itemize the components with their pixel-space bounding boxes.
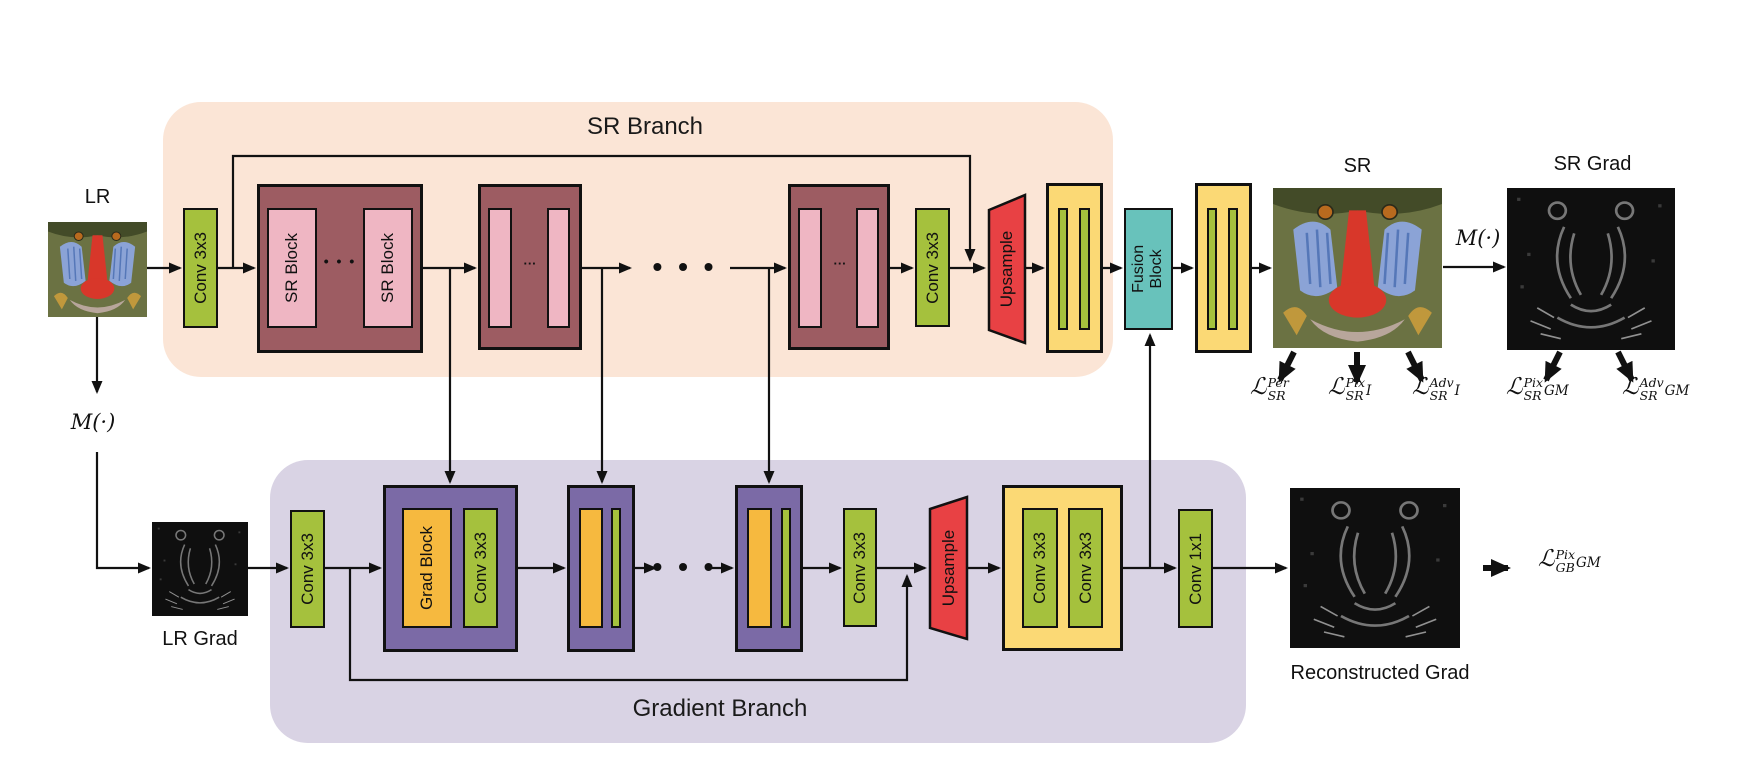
- loss-script-symbol: ℒ: [1250, 374, 1267, 400]
- conv3x3-gb-pair-1: Conv 3x3: [1022, 508, 1058, 628]
- sr-caption: SR: [1343, 155, 1372, 177]
- conv3x3-sr-input: Conv 3x3: [183, 208, 218, 328]
- upsample-label: Upsample: [997, 230, 1016, 308]
- conv-bar: [1228, 208, 1238, 330]
- upsample-sr: Upsample: [987, 193, 1027, 345]
- conv3x3-label: Conv 3x3: [850, 531, 870, 604]
- gb-conv-pair: [1002, 485, 1123, 651]
- loss-script-symbol: ℒ: [1328, 374, 1345, 400]
- reconstructed-grad-caption: Reconstructed Grad: [1290, 662, 1470, 684]
- sr-block-label: SR Block: [378, 233, 398, 303]
- sr-branch-ellipsis: • • •: [652, 251, 718, 282]
- loss-script-symbol: ℒ: [1506, 374, 1523, 400]
- upsample-gb: Upsample: [928, 495, 969, 641]
- m-operator-left: M(·): [70, 410, 116, 434]
- sr-group1-ellipsis: • • •: [323, 253, 357, 269]
- m-operator-top: M(·): [1455, 226, 1501, 250]
- lr-grad-caption: LR Grad: [162, 628, 238, 650]
- sr-conv-pair-1: [1046, 183, 1103, 353]
- sr-block-1: SR Block: [267, 208, 317, 328]
- loss-tail: I: [1454, 383, 1461, 399]
- loss-sub: SR: [1345, 388, 1364, 404]
- fusion-block: Fusion Block: [1124, 208, 1173, 330]
- loss-sup: Adv: [1429, 375, 1454, 390]
- sr-group3-ellipsis: ···: [833, 256, 847, 271]
- sr-block-bar: [856, 208, 879, 328]
- conv-bar: [1079, 208, 1090, 330]
- conv3x3-label: Conv 3x3: [1030, 532, 1050, 604]
- loss-sub: SR: [1429, 388, 1448, 404]
- conv3x3-grad-group-1: Conv 3x3: [463, 508, 498, 628]
- loss-sub: SR: [1523, 388, 1542, 404]
- grad-block-bar: [747, 508, 772, 628]
- loss-sub: GB: [1555, 560, 1575, 576]
- conv3x3-label: Conv 3x3: [470, 532, 490, 604]
- sr-block-bar: [547, 208, 570, 328]
- gradient-branch-ellipsis: • • •: [652, 551, 718, 582]
- grad-block-label: Grad Block: [417, 525, 436, 611]
- sr-conv-pair-2: [1195, 183, 1252, 353]
- fusion-label-line1: Fusion: [1130, 244, 1148, 294]
- lr-caption: LR: [84, 186, 111, 208]
- conv3x3-label: Conv 3x3: [1075, 532, 1095, 604]
- conv3x3-label: Conv 3x3: [190, 232, 210, 304]
- fusion-label-line2: Block: [1148, 249, 1166, 289]
- conv3x3-gb-mid: Conv 3x3: [843, 508, 877, 627]
- grad-block-bar: [579, 508, 603, 628]
- sr-branch-title: SR Branch: [586, 113, 704, 140]
- reconstructed-grad-image: [1290, 488, 1460, 648]
- loss-script-symbol: ℒ: [1622, 374, 1639, 400]
- sr-block-bar: [488, 208, 512, 328]
- conv1x1-gb-output: Conv 1x1: [1178, 509, 1213, 628]
- loss-tail: GM: [1664, 383, 1690, 399]
- loss-sub: SR: [1639, 388, 1658, 404]
- gradient-branch-title: Gradient Branch: [632, 695, 808, 722]
- loss-tail: GM: [1576, 555, 1601, 571]
- grad-block: Grad Block: [402, 508, 452, 628]
- conv-bar: [1207, 208, 1217, 330]
- sr-grad-image: [1507, 188, 1675, 350]
- conv3x3-label: Conv 3x3: [922, 231, 942, 304]
- lr-image: [48, 222, 147, 317]
- loss-sup: Pix: [1523, 375, 1544, 390]
- loss-tail: GM: [1544, 383, 1569, 399]
- upsample-label: Upsample: [938, 529, 958, 607]
- conv-bar: [1058, 208, 1068, 330]
- conv3x3-gb-input: Conv 3x3: [290, 510, 325, 628]
- lr-grad-image: [152, 522, 248, 616]
- loss-sup: Pix: [1555, 547, 1576, 562]
- loss-script-symbol: ℒ: [1412, 374, 1429, 400]
- sr-image: [1273, 188, 1442, 348]
- loss-tail: I: [1366, 383, 1372, 399]
- conv-bar: [781, 508, 791, 628]
- loss-script-symbol: ℒ: [1538, 546, 1555, 572]
- loss-sub: SR: [1267, 388, 1286, 404]
- sr-block-label: SR Block: [282, 233, 302, 303]
- sr-group2-ellipsis: ···: [523, 256, 537, 271]
- conv1x1-label: Conv 1x1: [1185, 532, 1205, 605]
- conv3x3-label: Conv 3x3: [297, 533, 317, 605]
- conv3x3-gb-pair-2: Conv 3x3: [1068, 508, 1103, 628]
- sr-grad-caption: SR Grad: [1553, 153, 1632, 175]
- sr-block-bar: [798, 208, 822, 328]
- sr-block-2: SR Block: [363, 208, 413, 328]
- conv-bar: [611, 508, 621, 628]
- loss-sup: Adv: [1639, 375, 1664, 390]
- conv3x3-sr-tail: Conv 3x3: [915, 208, 950, 327]
